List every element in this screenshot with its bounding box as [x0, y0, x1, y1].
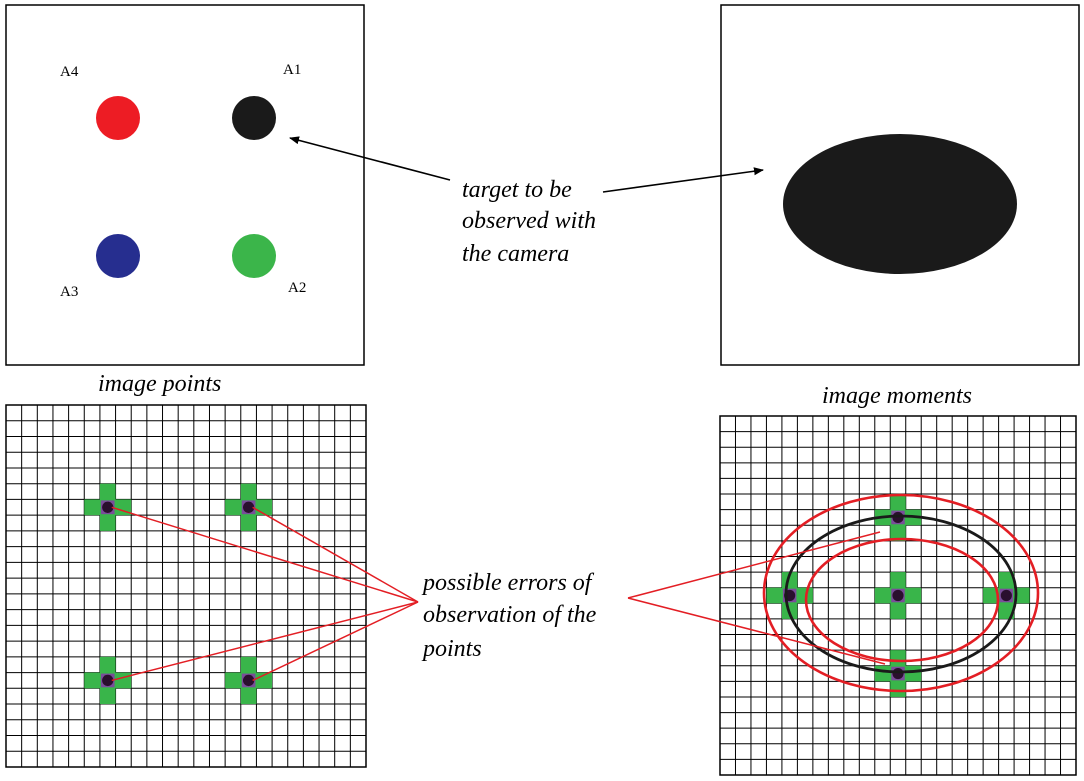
label-a3: A3: [60, 284, 78, 300]
observed-point-dot: [892, 589, 904, 602]
arrow-to-point-a1: [289, 136, 451, 181]
image-moments-caption: image moments: [822, 383, 972, 409]
observed-point-dot: [1000, 589, 1012, 602]
image-moments-observations: [766, 494, 1030, 697]
error-ellipse-outer: [762, 493, 1040, 693]
point-a1: [232, 96, 276, 140]
observed-point-dot: [892, 667, 904, 680]
label-a4: A4: [60, 64, 79, 80]
error-indicator-line: [627, 597, 886, 665]
error-ellipse-inner: [804, 537, 1000, 663]
target-caption-line-3: the camera: [462, 241, 569, 267]
point-a2: [232, 234, 276, 278]
error-indicator-line: [252, 601, 419, 682]
observed-ellipse: [784, 514, 1018, 674]
observed-point-dot: [242, 674, 255, 687]
errors-caption-line-1: possible errors of: [421, 570, 595, 596]
error-indicator-lines: [111, 506, 886, 682]
target-ellipse: [783, 134, 1017, 274]
observed-point-dot: [242, 501, 255, 513]
error-indicator-line: [252, 506, 419, 603]
label-a1: A1: [283, 62, 301, 78]
point-a4: [96, 96, 140, 140]
error-indicator-line: [111, 601, 419, 682]
label-a2: A2: [288, 280, 306, 296]
points-panel-frame: [5, 4, 365, 366]
error-indicator-line: [627, 531, 881, 599]
image-points-caption: image points: [98, 371, 221, 397]
error-indicator-line: [111, 506, 419, 603]
observed-point-dot: [102, 674, 114, 687]
image-points-grid: [5, 404, 367, 768]
target-caption-line-1: target to be: [462, 177, 572, 203]
errors-caption-line-3: points: [421, 636, 482, 662]
grid-frame: [5, 404, 367, 768]
target-caption-line-2: observed with: [462, 208, 596, 234]
errors-caption-line-2: observation of the: [423, 602, 597, 628]
point-a3: [96, 234, 140, 278]
observed-point-dot: [102, 501, 114, 513]
arrow-to-ellipse: [602, 167, 764, 193]
